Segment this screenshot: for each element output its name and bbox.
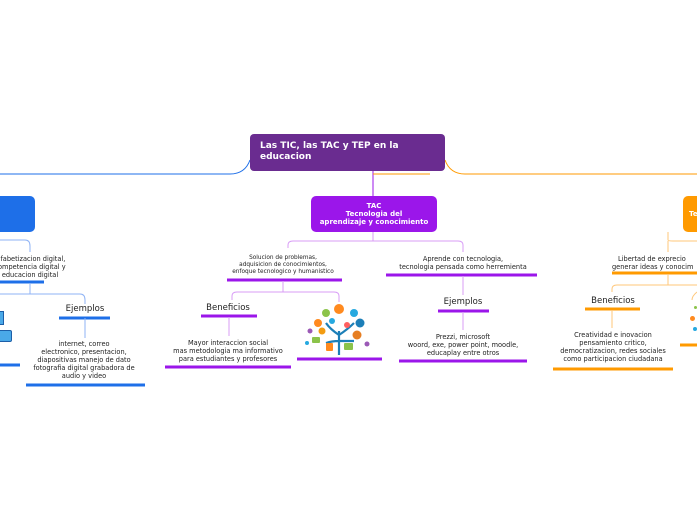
tep-node[interactable]: Te [683,196,697,232]
tic-ejemplos-label[interactable]: Ejemplos [65,304,105,314]
tac-branch1-text: Solucion de problemas,adquisicion de con… [232,255,334,275]
technology-tree-icon [305,304,370,355]
tep-icon-dot [694,306,697,309]
tep-beneficios-label[interactable]: Beneficios [591,296,635,306]
tep-icon-dot [693,327,697,331]
tep-icon-dot [690,316,695,321]
tac-branch2-text: Aprende con tecnologia,tecnologia pensad… [399,255,527,271]
tac-beneficios-label[interactable]: Beneficios [206,303,250,313]
root-node[interactable]: Las TIC, las TAC y TEP en la educacion [250,134,445,171]
tic-description: alfabetizacion digital,competencia digit… [0,255,66,279]
root-title: Las TIC, las TAC y TEP en la educacion [260,141,399,162]
tic-node[interactable] [0,196,35,232]
laptop-icon [0,330,12,342]
tac-ejemplos-label[interactable]: Ejemplos [443,297,483,307]
device-icon [0,311,4,325]
